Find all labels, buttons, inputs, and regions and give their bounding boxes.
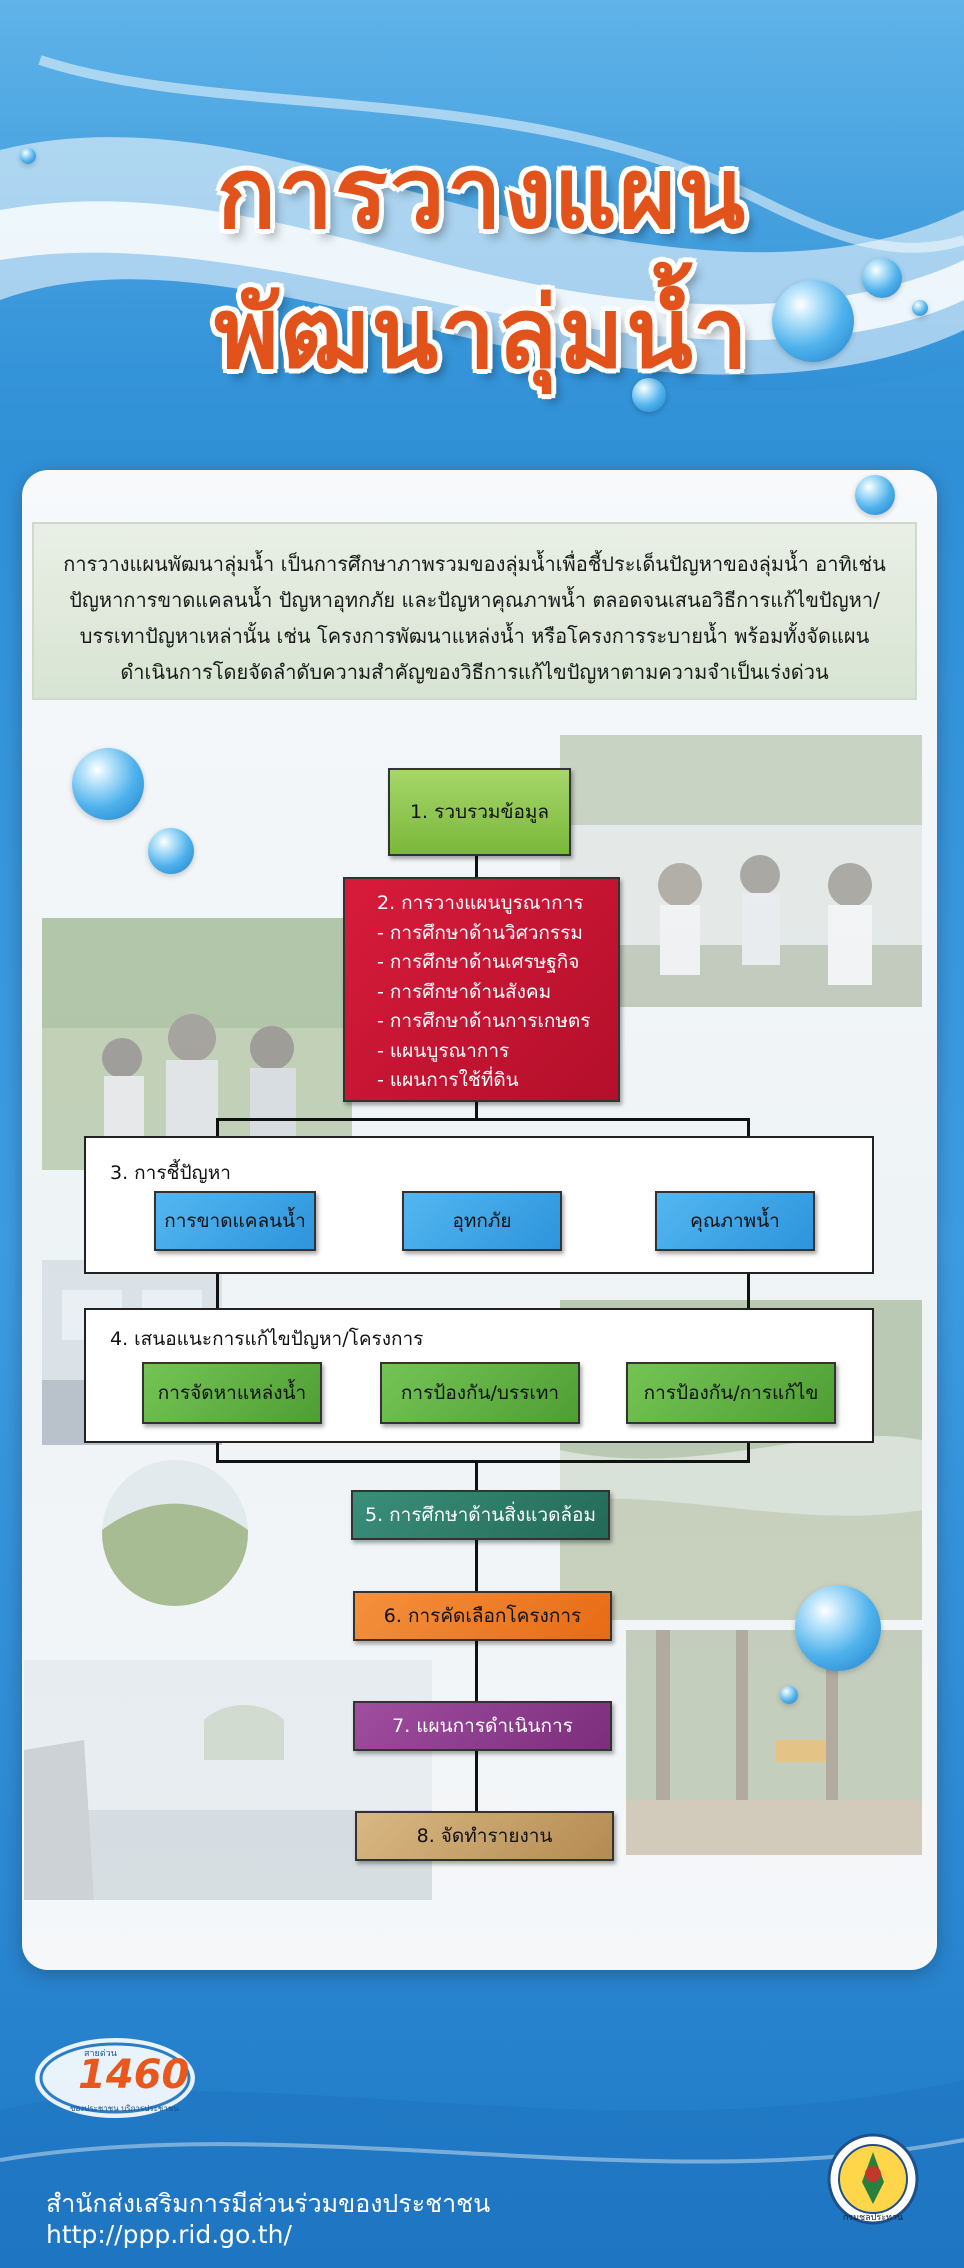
seal-text: กรมชลประทาน — [842, 2213, 904, 2223]
bubble-decoration — [855, 475, 895, 515]
problem-flood: อุทกภัย — [402, 1191, 562, 1251]
connector-line — [216, 1118, 219, 1138]
bubble-decoration — [780, 1686, 798, 1704]
bubble-decoration — [72, 748, 144, 820]
footer-url-link[interactable]: http://ppp.rid.go.th/ — [46, 2220, 292, 2249]
connector-line — [475, 1100, 478, 1120]
step-1-collect-data: 1. รวบรวมข้อมูล — [388, 768, 571, 856]
intro-line: ปัญหาการขาดแคลนน้ำ ปัญหาอุทกภัย และปัญหา… — [69, 588, 880, 612]
bubble-decoration — [862, 258, 902, 298]
bubble-decoration — [772, 280, 854, 362]
footer-org-name: สำนักส่งเสริมการมีส่วนร่วมของประชาชน — [46, 2189, 491, 2218]
page-title-line-1: การวางแผน — [216, 137, 748, 251]
step-5-environment-study: 5. การศึกษาด้านสิ่งแวดล้อม — [351, 1490, 610, 1540]
logo-small-top: สายด่วน — [84, 2049, 117, 2059]
connector-line — [216, 1460, 750, 1463]
background-waves — [0, 55, 964, 440]
bubble-decoration — [912, 300, 928, 316]
step-8-report: 8. จัดทำรายงาน — [355, 1811, 614, 1861]
page-title-line-2: พัฒนาลุ่มน้ำ — [214, 277, 750, 391]
connector-line — [475, 855, 478, 880]
intro-line: การวางแผนพัฒนาลุ่มน้ำ เป็นการศึกษาภาพรวม… — [63, 552, 886, 576]
solution-prevent-fix: การป้องกัน/การแก้ไข — [626, 1362, 836, 1424]
logo-small-bottom: ของประชาชน บริการประชาชน — [70, 2104, 179, 2113]
step-3-title: 3. การชี้ปัญหา — [110, 1162, 231, 1184]
intro-line: บรรเทาปัญหาเหล่านั้น เช่น โครงการพัฒนาแห… — [79, 624, 870, 648]
rid-seal-logo: กรมชลประทาน — [826, 2132, 920, 2232]
photo-dam — [24, 1660, 432, 1900]
bottom-wave — [0, 2080, 964, 2268]
solution-prevent-mitigate: การป้องกัน/บรรเทา — [380, 1362, 580, 1424]
connector-line — [747, 1442, 750, 1462]
step-6-project-selection: 6. การคัดเลือกโครงการ — [353, 1591, 612, 1641]
photo-hill — [102, 1460, 248, 1606]
connector-line — [747, 1272, 750, 1310]
hotline-1460-logo: สายด่วน 1460 ของประชาชน บริการประชาชน — [30, 2028, 200, 2128]
step-2-item: - การศึกษาด้านสังคม — [377, 980, 552, 1003]
step-7-action-plan: 7. แผนการดำเนินการ — [353, 1701, 612, 1751]
bubble-decoration — [795, 1585, 881, 1671]
step-2-item: - แผนบูรณาการ — [377, 1039, 510, 1062]
bubble-decoration — [20, 148, 36, 164]
problem-water-shortage: การขาดแคลนน้ำ — [154, 1191, 316, 1251]
step-2-item: - การศึกษาด้านการเกษตร — [377, 1010, 591, 1032]
connector-line — [216, 1272, 219, 1310]
bubble-decoration — [148, 828, 194, 874]
intro-text-box: การวางแผนพัฒนาลุ่มน้ำ เป็นการศึกษาภาพรวม… — [32, 522, 917, 700]
photo-officials-field — [42, 918, 352, 1170]
problem-water-quality: คุณภาพน้ำ — [655, 1191, 815, 1251]
step-2-integrated-planning: 2. การวางแผนบูรณาการ - การศึกษาด้านวิศวก… — [343, 877, 620, 1102]
step-2-item: - แผนการใช้ที่ดิน — [377, 1069, 519, 1091]
connector-line — [216, 1442, 219, 1462]
logo-number: 1460 — [78, 2052, 190, 2098]
connector-line — [216, 1118, 750, 1121]
solution-water-supply: การจัดหาแหล่งน้ำ — [142, 1362, 322, 1424]
connector-line — [747, 1118, 750, 1138]
bubble-decoration — [632, 378, 666, 412]
step-2-item: - การศึกษาด้านวิศวกรรม — [377, 921, 583, 944]
step-2-item: - การศึกษาด้านเศรษฐกิจ — [377, 951, 580, 973]
step-4-title: 4. เสนอแนะการแก้ไขปัญหา/โครงการ — [110, 1328, 424, 1350]
intro-line: ดำเนินการโดยจัดลำดับความสำคัญของวิธีการแ… — [120, 660, 829, 684]
step-2-title: 2. การวางแผนบูรณาการ — [377, 892, 584, 914]
connector-line — [475, 1460, 478, 1840]
photo-people-riverbank — [560, 735, 922, 1007]
photo-forest-excavator — [626, 1630, 922, 1855]
